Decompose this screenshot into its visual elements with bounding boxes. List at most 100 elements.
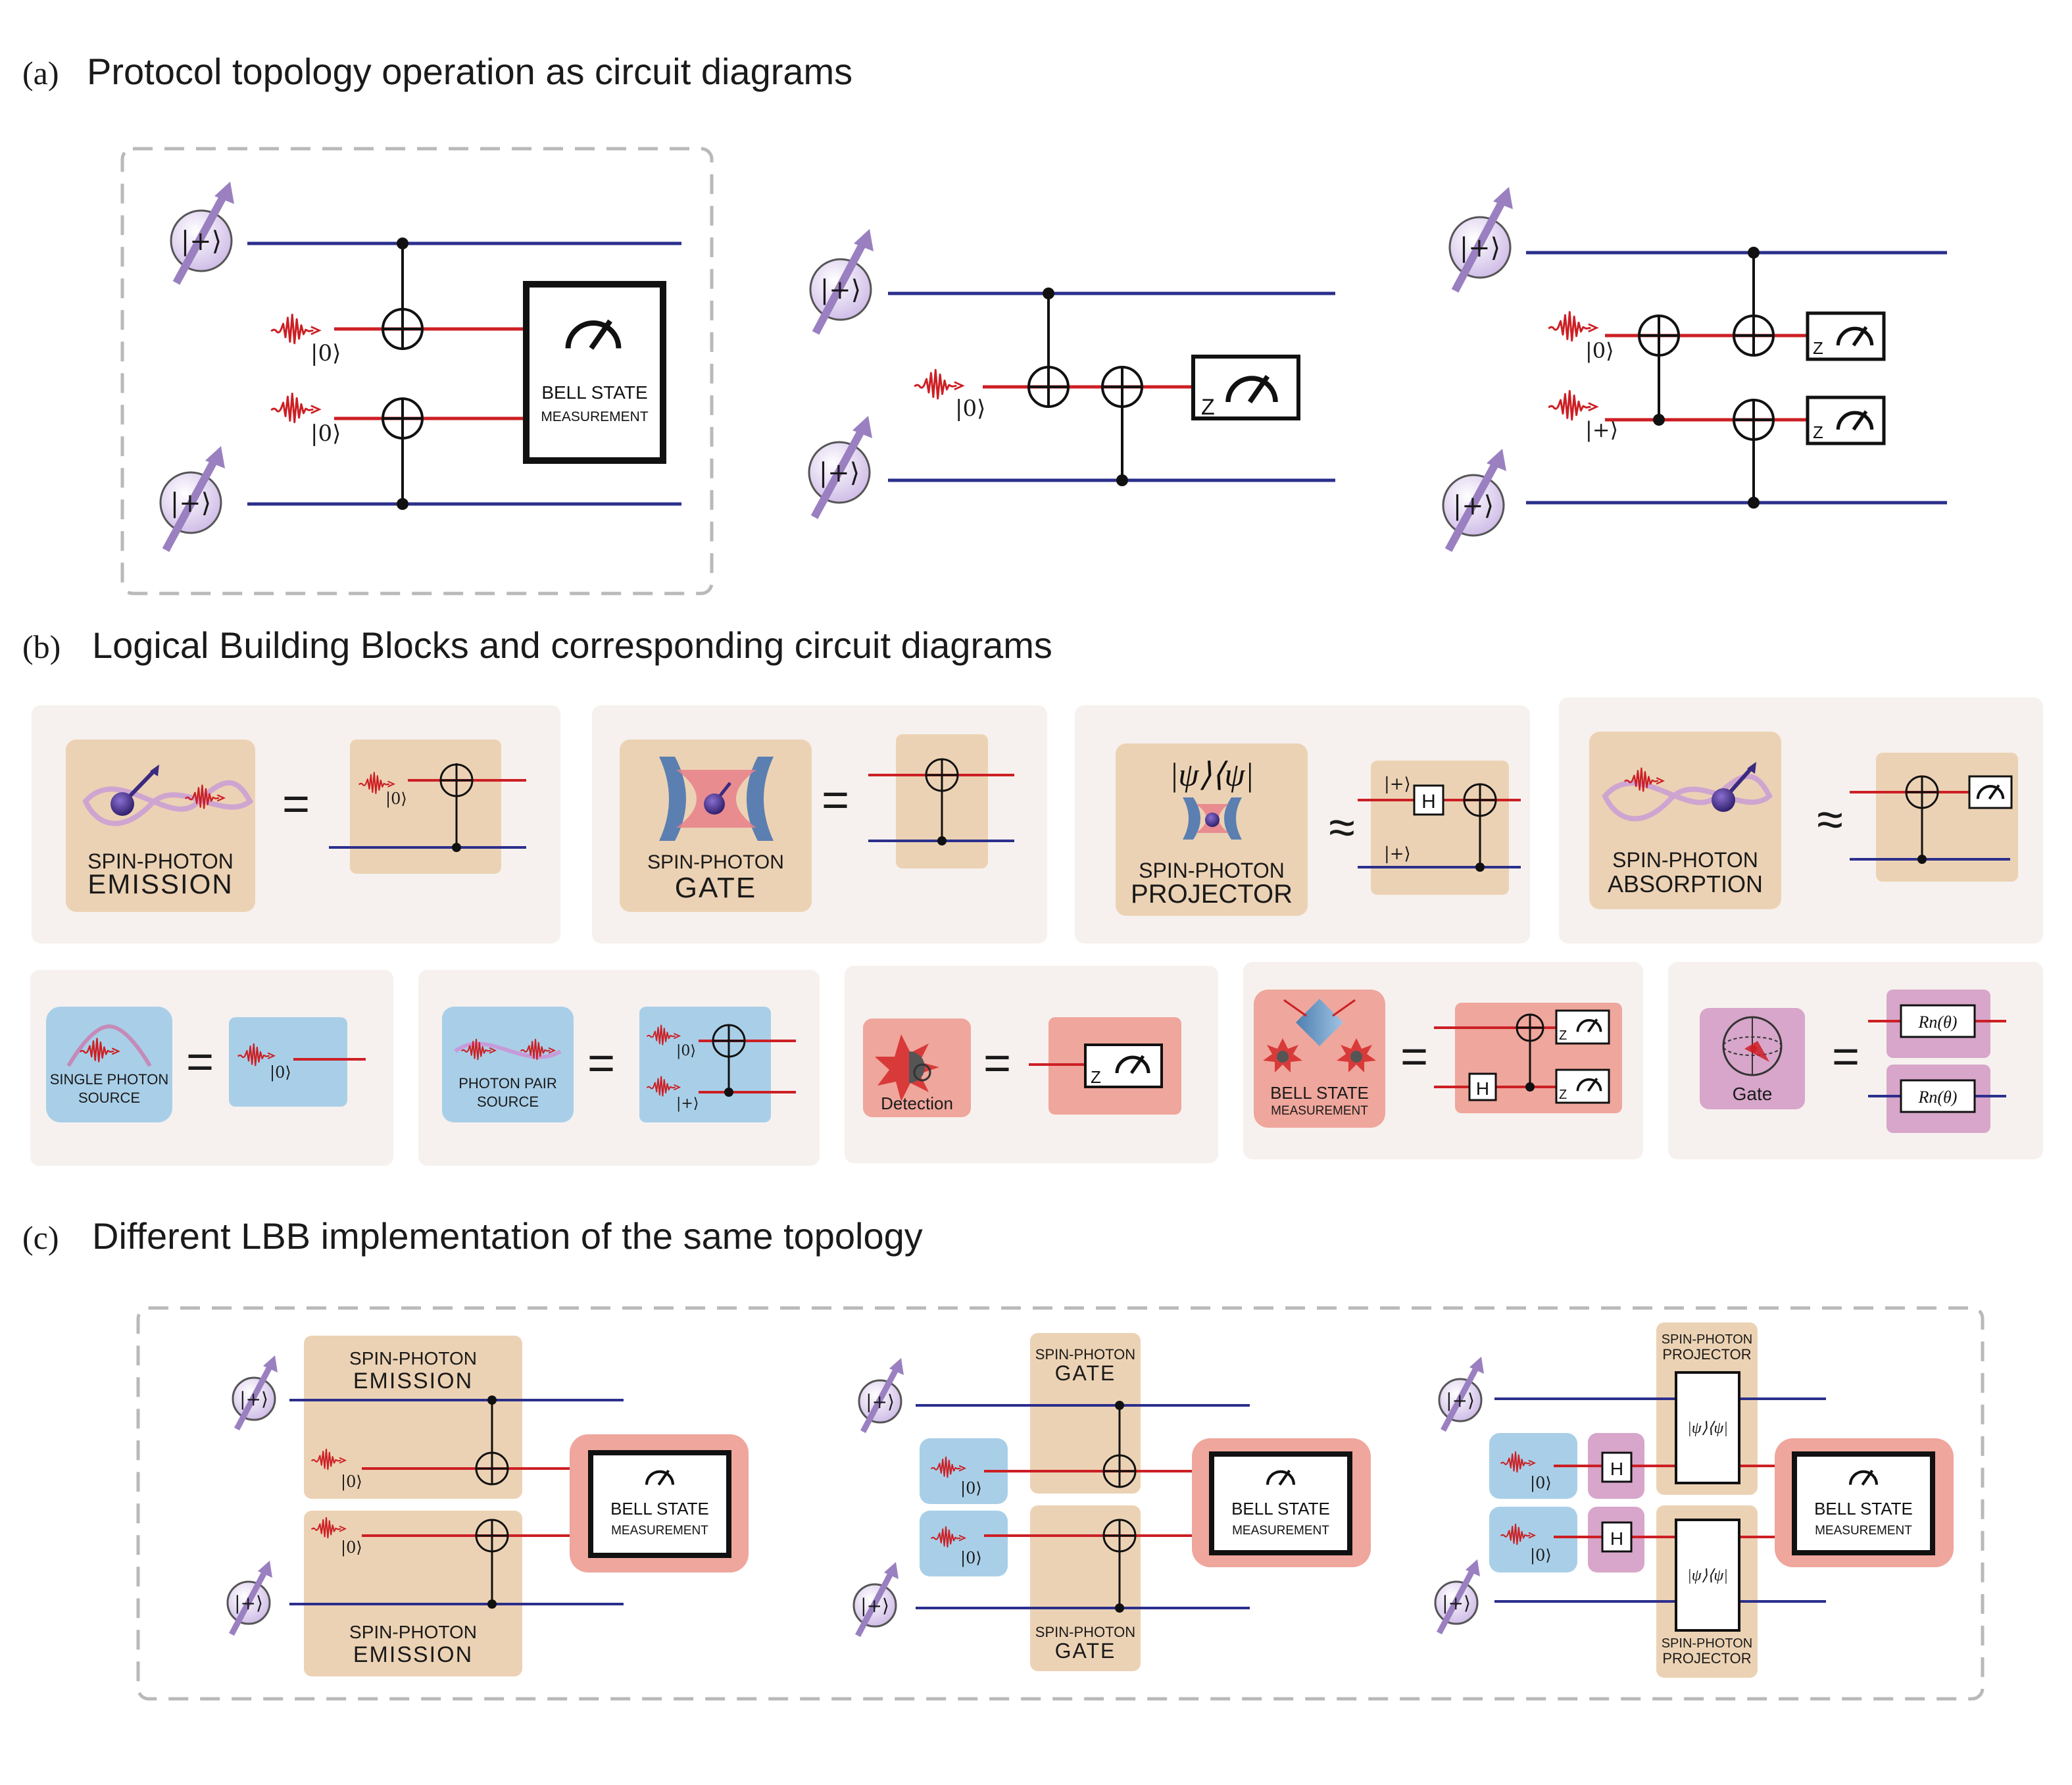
spin-qubit: |+⟩	[858, 1358, 904, 1434]
absorption-top: SPIN-PHOTON	[1612, 848, 1758, 872]
ket-plus: |+⟩	[676, 1095, 699, 1112]
projector-gate	[1675, 1371, 1740, 1484]
control-dot	[1748, 497, 1760, 509]
ket-plus: |+⟩	[1384, 844, 1411, 864]
spin-atom-icon	[111, 792, 134, 816]
gate-block-label: Gate	[1733, 1084, 1773, 1104]
spin-qubit-a3-bottom: |+⟩	[1442, 449, 1506, 552]
gate-top: SPIN-PHOTON	[647, 851, 784, 873]
projector-top: SPIN-PHOTON	[1662, 1636, 1753, 1651]
equals-sign: =	[282, 778, 310, 830]
cavity-mirror-icon	[1224, 797, 1242, 840]
spin-qubit-a3-top: |+⟩	[1448, 187, 1513, 293]
spin-atom-icon	[704, 793, 725, 815]
emission-bottom: EMISSION	[87, 868, 233, 899]
ket-zero: |0⟩	[955, 395, 985, 422]
panel-c-title: Different LBB implementation of the same…	[92, 1215, 923, 1257]
panel-a-tag: (a)	[22, 55, 59, 91]
spin-qubit-a1-bottom: |+⟩	[159, 446, 225, 552]
bloch-sphere-icon	[1722, 1016, 1783, 1076]
z-label: Z	[1813, 422, 1823, 442]
detector-burst-icon	[875, 1034, 939, 1101]
projector-bottom: PROJECTOR	[1662, 1650, 1751, 1667]
ket-plus: |+⟩	[1442, 1592, 1471, 1614]
z-label: Z	[1813, 338, 1823, 358]
single-top: SINGLE PHOTON	[50, 1071, 169, 1088]
spin-atom-icon	[1712, 788, 1735, 812]
h-label: H	[1476, 1078, 1489, 1099]
ket-plus: |+⟩	[239, 1388, 268, 1410]
ket-zero: |0⟩	[1530, 1546, 1552, 1565]
projector-operator: |ψ⟩⟨ψ|	[1687, 1567, 1728, 1584]
gate-bottom: GATE	[675, 872, 757, 904]
panel-c-dashed-frame	[136, 1306, 1985, 1701]
z-measurement-box: Z	[1806, 311, 1886, 361]
bsm-line2: MEASUREMENT	[611, 1524, 708, 1538]
spin-qubit: |+⟩	[852, 1562, 899, 1638]
control-dot	[1116, 474, 1128, 486]
single-bottom: SOURCE	[78, 1090, 140, 1106]
panel-b-tag: (b)	[22, 628, 61, 665]
panel-b: (b) Logical Building Blocks and correspo…	[22, 624, 2043, 1166]
cavity-mirror-icon	[747, 757, 774, 841]
circuit-a3: |+⟩ |+⟩ |0⟩ |+⟩	[1442, 187, 1947, 552]
lbb-spin-photon-emission: SPIN-PHOTON EMISSION = |0⟩	[32, 705, 560, 943]
hadamard-gate	[1413, 784, 1444, 816]
rotation-label: Rn(θ)	[1918, 1013, 1958, 1032]
ket-zero: |0⟩	[270, 1063, 291, 1082]
control-dot	[397, 238, 408, 249]
lbb-spin-photon-absorption: SPIN-PHOTON ABSORPTION ≈	[1559, 697, 2043, 943]
gate-top: SPIN-PHOTON	[1035, 1346, 1135, 1363]
panel-b-title: Logical Building Blocks and correspondin…	[92, 624, 1052, 666]
photon-pulse-icon	[270, 313, 320, 345]
h-label: H	[1610, 1528, 1623, 1549]
bsm-block-top: BELL STATE	[1270, 1083, 1369, 1103]
equals-sign: =	[983, 1037, 1011, 1090]
single-photon-source-block	[920, 1438, 1008, 1504]
ket-zero: |0⟩	[1585, 338, 1614, 363]
equals-sign: =	[587, 1037, 615, 1090]
bell-state-measurement-box: BELL STATE MEASUREMENT	[523, 281, 666, 464]
implementation-gate: SPIN-PHOTON GATE SPIN-PHOTON GATE |+⟩ |+…	[852, 1333, 1371, 1671]
projector-top: SPIN-PHOTON	[1139, 859, 1285, 882]
ket-zero: |0⟩	[310, 340, 341, 366]
implementation-emission: SPIN-PHOTON EMISSION SPIN-PHOTON EMISSIO…	[226, 1336, 749, 1676]
control-dot	[1653, 414, 1665, 426]
photon-pulse-icon	[1547, 390, 1598, 421]
bsm-line1: BELL STATE	[1814, 1499, 1913, 1519]
detection-label: Detection	[881, 1094, 953, 1113]
bsm-block-bottom: MEASUREMENT	[1271, 1104, 1368, 1118]
bsm-line1: BELL STATE	[541, 382, 647, 403]
emission-bottom: EMISSION	[353, 1642, 473, 1667]
pair-top: PHOTON PAIR	[458, 1075, 557, 1092]
projector-bottom: PROJECTOR	[1662, 1346, 1751, 1363]
bsm-line1: BELL STATE	[610, 1499, 709, 1519]
ket-plus: |+⟩	[1384, 774, 1411, 794]
approx-sign: ≈	[1817, 793, 1843, 846]
z-measurement-box: Z	[1555, 1068, 1610, 1104]
z-measurement-box: Z	[1191, 355, 1300, 420]
hadamard-gate	[1601, 1521, 1633, 1553]
panel-c: (c) Different LBB implementation of the …	[22, 1215, 1985, 1701]
spin-qubit-a2-bottom: |+⟩	[808, 416, 872, 519]
h-label: H	[1610, 1459, 1623, 1479]
lbb-detection: Detection = Z	[845, 966, 1218, 1163]
emission-top: SPIN-PHOTON	[349, 1348, 477, 1369]
panel-c-tag: (c)	[22, 1219, 59, 1256]
lbb-single-photon-source: SINGLE PHOTON SOURCE = |0⟩	[30, 970, 393, 1166]
ket-plus: |+⟩	[1460, 233, 1501, 263]
rotation-gate	[1900, 1079, 1976, 1113]
ket-zero: |0⟩	[385, 790, 407, 809]
ket-plus: |+⟩	[1453, 491, 1494, 521]
spin-atom-icon	[1205, 813, 1220, 827]
z-label: Z	[1091, 1067, 1101, 1087]
photon-pulse-icon	[1547, 311, 1598, 342]
ket-plus: |+⟩	[234, 1592, 263, 1614]
z-label: Z	[1201, 395, 1215, 420]
rotation-gate	[1900, 1004, 1976, 1038]
emission-top: SPIN-PHOTON	[87, 849, 234, 873]
photon-wavepacket-icon	[454, 1042, 562, 1059]
ket-plus: |+⟩	[866, 1391, 895, 1413]
single-photon-source-block	[920, 1511, 1008, 1576]
